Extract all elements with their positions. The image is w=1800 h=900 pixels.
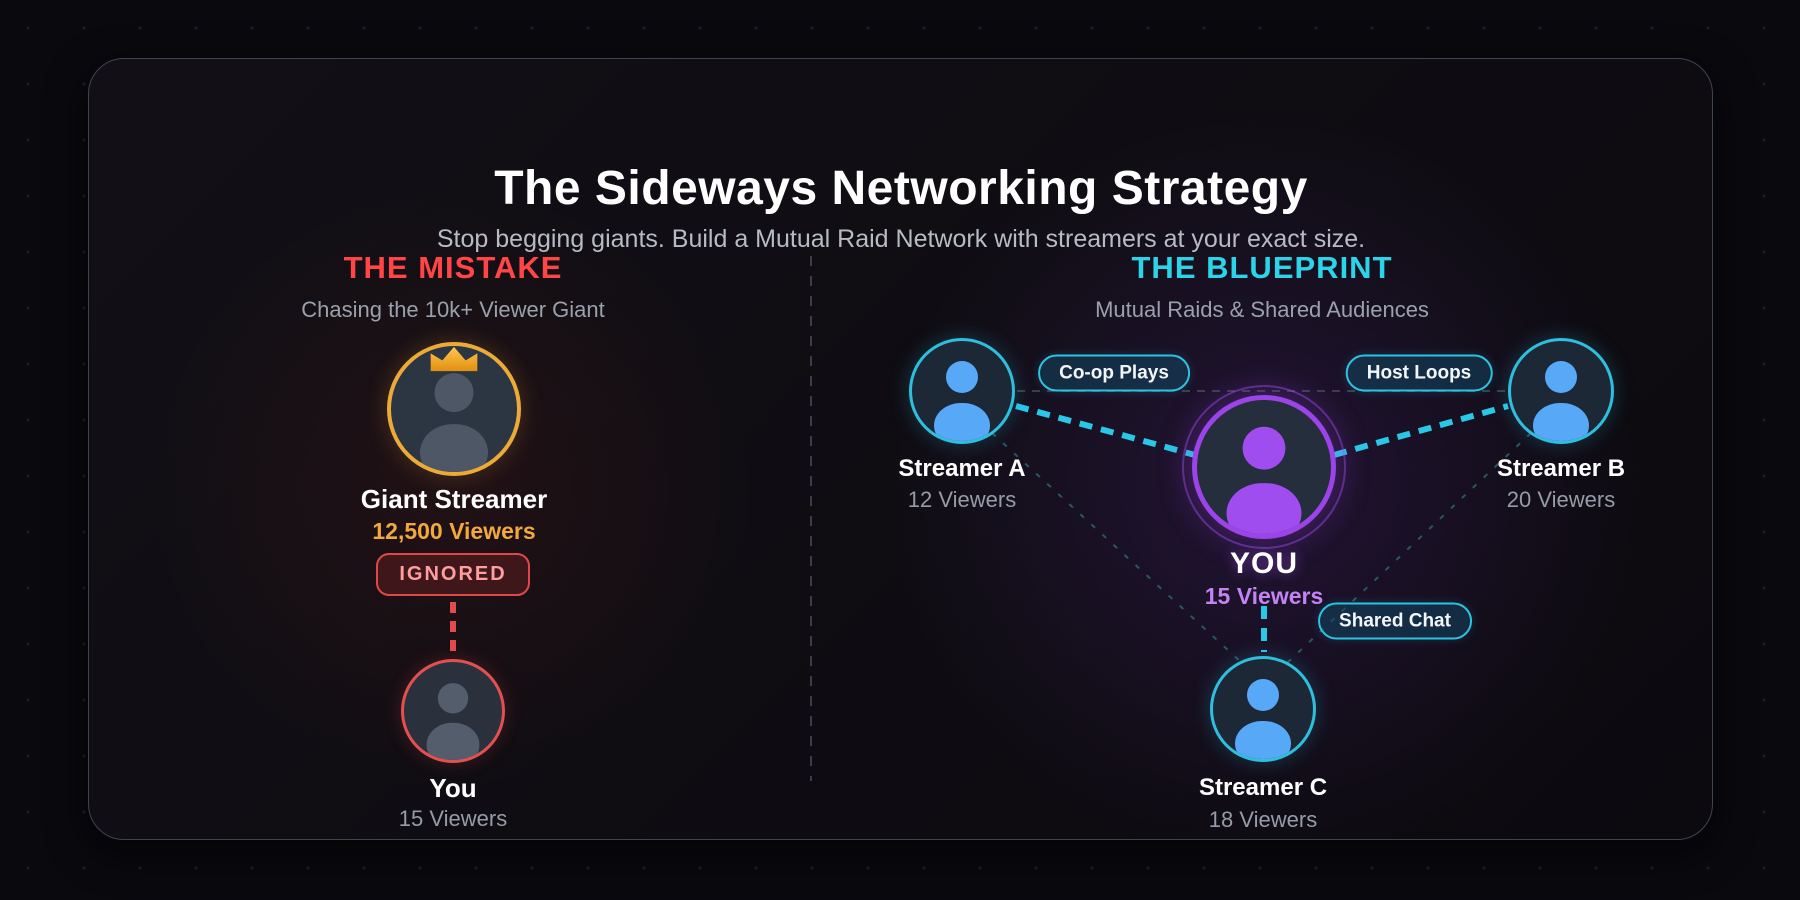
you-hub-viewers: 15 Viewers [1204, 583, 1324, 609]
raid-link-a-you [1015, 403, 1196, 458]
giant-streamer-name: Giant Streamer [360, 484, 548, 514]
link-badge-coop-plays: Co-op Plays [1038, 354, 1190, 392]
connector-lines-layer [450, 256, 1532, 781]
crown-icon [430, 346, 478, 372]
faint-link-b-c [1286, 432, 1532, 664]
streamer-b-name: Streamer B [1496, 455, 1626, 482]
mistake-subheading: Chasing the 10k+ Viewer Giant [301, 297, 605, 322]
streamer-c-name: Streamer C [1198, 774, 1328, 801]
avatar-you-small [401, 659, 505, 763]
blueprint-heading: THE BLUEPRINT [1131, 250, 1393, 285]
avatar-streamer-c [1210, 656, 1316, 762]
user-icon [1226, 426, 1302, 534]
strategy-card: The Sideways Networking Strategy Stop be… [88, 58, 1713, 840]
avatar-streamer-b [1508, 338, 1614, 444]
user-icon [1533, 361, 1589, 441]
avatar-giant-streamer [387, 342, 521, 476]
avatar-you-hub [1192, 395, 1336, 539]
streamer-a-name: Streamer A [898, 455, 1026, 482]
user-icon [419, 373, 489, 472]
page-subtitle: Stop begging giants. Build a Mutual Raid… [436, 225, 1366, 253]
user-icon [426, 683, 480, 760]
streamer-c-viewers: 18 Viewers [1208, 807, 1318, 832]
you-hub-glow-ring [1182, 385, 1346, 549]
avatar-streamer-a [909, 338, 1015, 444]
faint-link-a-c [991, 432, 1243, 664]
link-badge-shared-chat: Shared Chat [1318, 602, 1472, 640]
giant-streamer-viewers: 12,500 Viewers [372, 518, 536, 544]
page-title: The Sideways Networking Strategy [494, 162, 1308, 215]
user-icon [934, 361, 990, 441]
you-name-left: You [429, 773, 477, 803]
blueprint-subheading: Mutual Raids & Shared Audiences [1095, 297, 1429, 322]
streamer-a-viewers: 12 Viewers [907, 487, 1017, 512]
raid-link-you-b [1333, 403, 1509, 458]
link-badge-host-loops: Host Loops [1345, 354, 1493, 392]
you-hub-name: YOU [1229, 547, 1299, 580]
mistake-heading: THE MISTAKE [343, 250, 563, 285]
streamer-b-viewers: 20 Viewers [1506, 487, 1616, 512]
you-viewers-left: 15 Viewers [398, 806, 508, 831]
ignored-status-badge: IGNORED [376, 553, 530, 596]
user-icon [1235, 679, 1291, 759]
